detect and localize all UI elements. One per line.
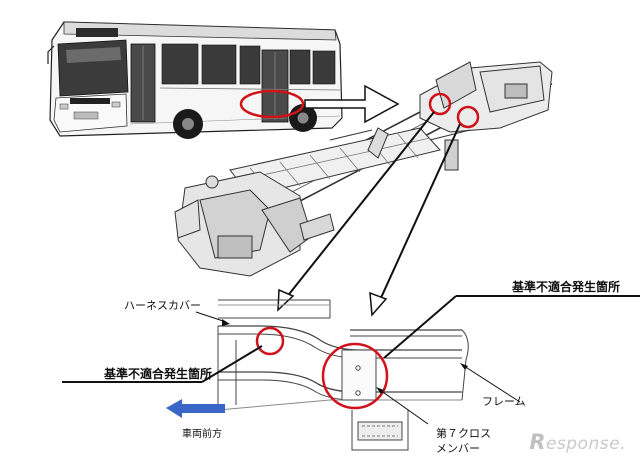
- bus-highlight-circle: [239, 89, 305, 119]
- detail-highlight-circle-large: [321, 342, 389, 410]
- detail-highlight-circle-small: [255, 326, 285, 356]
- callout-lines: [62, 295, 640, 425]
- vehicle-forward-arrow: [166, 399, 225, 418]
- label-harness-cover: ハーネスカバー: [124, 299, 201, 312]
- chassis-illustration: [174, 61, 553, 277]
- response-watermark: Response.: [529, 430, 626, 454]
- chassis-highlight-circle-2: [456, 105, 480, 129]
- bus-illustration: [47, 21, 343, 139]
- bus-front-wheel: [173, 109, 203, 139]
- label-frame: フレーム: [482, 395, 526, 408]
- detail-frame-drawing: [217, 299, 469, 451]
- label-nonconformity-left: 基準不適合発生箇所: [104, 367, 213, 381]
- chassis-highlight-circle-1: [428, 92, 452, 116]
- label-vehicle-forward: 車両前方: [182, 429, 222, 440]
- bus-to-chassis-arrow: [304, 84, 400, 124]
- label-nonconformity-right: 基準不適合発生箇所: [512, 280, 621, 294]
- label-cross-member-line2: メンバー: [436, 442, 480, 455]
- label-cross-member-line1: 第７クロス: [436, 427, 491, 440]
